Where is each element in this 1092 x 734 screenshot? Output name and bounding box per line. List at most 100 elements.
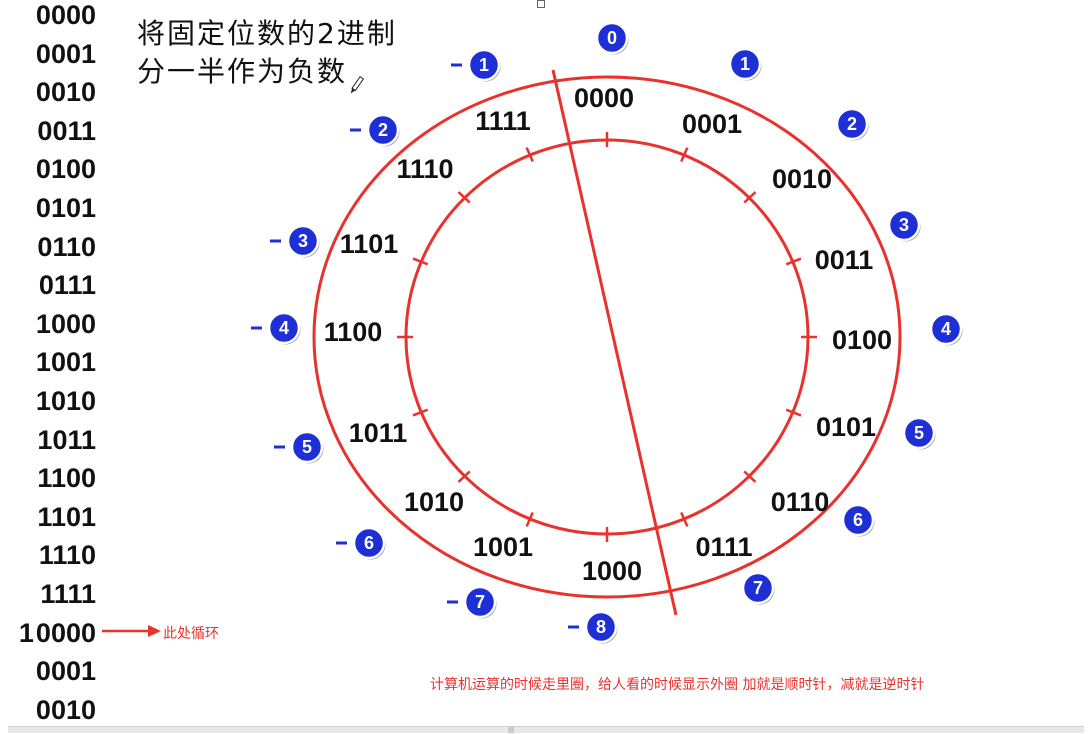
inner-tick-mark xyxy=(457,470,471,483)
binary-list-item: 1110 xyxy=(39,542,96,569)
positive-value-number: 0 xyxy=(607,28,617,48)
inner-tick-mark xyxy=(412,257,429,266)
binary-list-item: 0010 xyxy=(35,694,96,725)
positive-value-badge xyxy=(835,107,869,141)
binary-list-item: 1011 xyxy=(37,424,96,455)
binary-list-item: 1100 xyxy=(37,465,96,492)
negative-value-badge xyxy=(366,113,400,147)
binary-list-item: 1101 xyxy=(37,501,96,532)
resize-handle[interactable] xyxy=(537,0,545,8)
negative-value-number: 3 xyxy=(298,231,308,251)
binary-list-value: 0101 xyxy=(35,193,96,223)
positive-value-badge xyxy=(929,312,963,346)
positive-value-badge xyxy=(902,416,936,450)
binary-list-value: 1001 xyxy=(35,347,96,378)
outer-circle xyxy=(312,75,902,599)
binary-code-label: 0100 xyxy=(832,325,892,355)
bottom-annotation: 计算机运算的时候走里圈，给人看的时候显示外圈 加就是顺时针，减就是逆时针 xyxy=(430,677,925,693)
pen-body xyxy=(351,75,365,92)
binary-list-item: 1010 xyxy=(36,388,96,415)
binary-list-value: 1110 xyxy=(38,540,96,571)
carry-digit: 1 xyxy=(18,617,34,648)
negative-value-number: 6 xyxy=(364,533,374,553)
negative-value-badge xyxy=(267,311,301,345)
inner-tick-mark xyxy=(525,512,534,527)
positive-value-number: 2 xyxy=(847,114,857,134)
binary-list-item: 0001 xyxy=(36,658,96,685)
binary-code-label: 1101 xyxy=(340,229,399,259)
binary-list-value: 0111 xyxy=(38,270,96,301)
binary-list-value: 0010 xyxy=(35,694,96,725)
binary-list-item: 0010 xyxy=(36,79,96,106)
inner-tick-mark xyxy=(412,408,429,417)
binary-code-label: 1100 xyxy=(324,317,383,347)
binary-code-label: 1001 xyxy=(473,532,533,562)
negative-value-badge xyxy=(352,526,386,560)
loop-arrow-head-icon xyxy=(148,625,161,637)
inner-tick-mark xyxy=(743,470,757,483)
negative-value-number: 1 xyxy=(479,55,489,75)
pen-cursor-icon xyxy=(350,75,365,94)
binary-list-item: 0101 xyxy=(36,195,96,222)
negative-value-number: 8 xyxy=(596,617,606,637)
positive-value-badge xyxy=(887,208,921,242)
negative-value-badge xyxy=(467,48,501,82)
negative-value-badge xyxy=(290,430,324,464)
inner-tick-mark xyxy=(680,512,689,527)
binary-list-value: 1101 xyxy=(37,501,96,532)
inner-tick-mark xyxy=(525,147,534,162)
binary-list-value: 0110 xyxy=(37,231,96,262)
title-line-1: 将固定位数的2进制 xyxy=(137,17,397,50)
loop-annotation: 此处循环 xyxy=(163,626,219,642)
binary-list-value: 0000 xyxy=(35,617,96,648)
negative-value-number: 4 xyxy=(279,318,289,338)
positive-value-number: 5 xyxy=(914,423,924,443)
negative-value-number: 5 xyxy=(302,437,312,457)
positive-value-number: 1 xyxy=(740,54,750,74)
negative-value-number: 7 xyxy=(475,592,485,612)
binary-list-item: 0100 xyxy=(36,156,96,183)
binary-code-label: 0000 xyxy=(574,83,634,113)
scrollbar-grip-icon[interactable]: ||| xyxy=(508,727,515,734)
positive-value-badge xyxy=(595,21,629,55)
binary-list-item: 0111 xyxy=(39,272,96,299)
divider-line xyxy=(551,69,678,616)
positive-value-number: 4 xyxy=(941,319,951,339)
inner-tick-mark xyxy=(457,191,471,204)
binary-code-label: 0001 xyxy=(682,109,742,139)
binary-list-item: 0011 xyxy=(37,115,96,146)
inner-tick-mark xyxy=(743,191,757,204)
binary-list-value: 1100 xyxy=(37,463,96,494)
binary-list-item: 0110 xyxy=(37,231,96,262)
binary-list-value: 1000 xyxy=(35,308,96,339)
negative-value-badge xyxy=(584,610,618,644)
binary-code-label: 1010 xyxy=(404,487,464,517)
binary-list-item: 1000 xyxy=(35,308,96,339)
inner-tick-mark xyxy=(785,408,802,417)
negative-value-badge xyxy=(463,585,497,619)
binary-list-item: 10000 xyxy=(18,617,96,648)
binary-list-item: 1111 xyxy=(40,581,96,608)
title-line-2: 分一半作为负数 xyxy=(137,55,348,88)
positive-value-number: 3 xyxy=(899,215,909,235)
binary-list-value: 1011 xyxy=(37,424,96,455)
negative-value-badge xyxy=(286,224,320,258)
inner-tick-mark xyxy=(785,257,802,266)
binary-code-label: 1110 xyxy=(396,154,453,184)
positive-value-badge xyxy=(841,503,875,537)
pen-tip xyxy=(350,88,356,94)
binary-code-label: 0111 xyxy=(695,532,752,562)
binary-list-value: 0100 xyxy=(35,154,96,185)
binary-code-label: 0011 xyxy=(815,245,874,275)
binary-code-label: 0110 xyxy=(771,487,830,517)
horizontal-scrollbar[interactable]: ||| xyxy=(8,726,1084,734)
binary-code-label: 1011 xyxy=(349,418,408,448)
binary-code-label: 1000 xyxy=(582,556,642,586)
binary-list-value: 1111 xyxy=(40,579,96,609)
negative-value-number: 2 xyxy=(378,120,388,140)
binary-list-value: 0000 xyxy=(35,0,96,30)
binary-list-value: 0011 xyxy=(37,115,96,146)
binary-code-label: 1111 xyxy=(475,106,531,136)
binary-list-item: 0001 xyxy=(36,40,96,68)
